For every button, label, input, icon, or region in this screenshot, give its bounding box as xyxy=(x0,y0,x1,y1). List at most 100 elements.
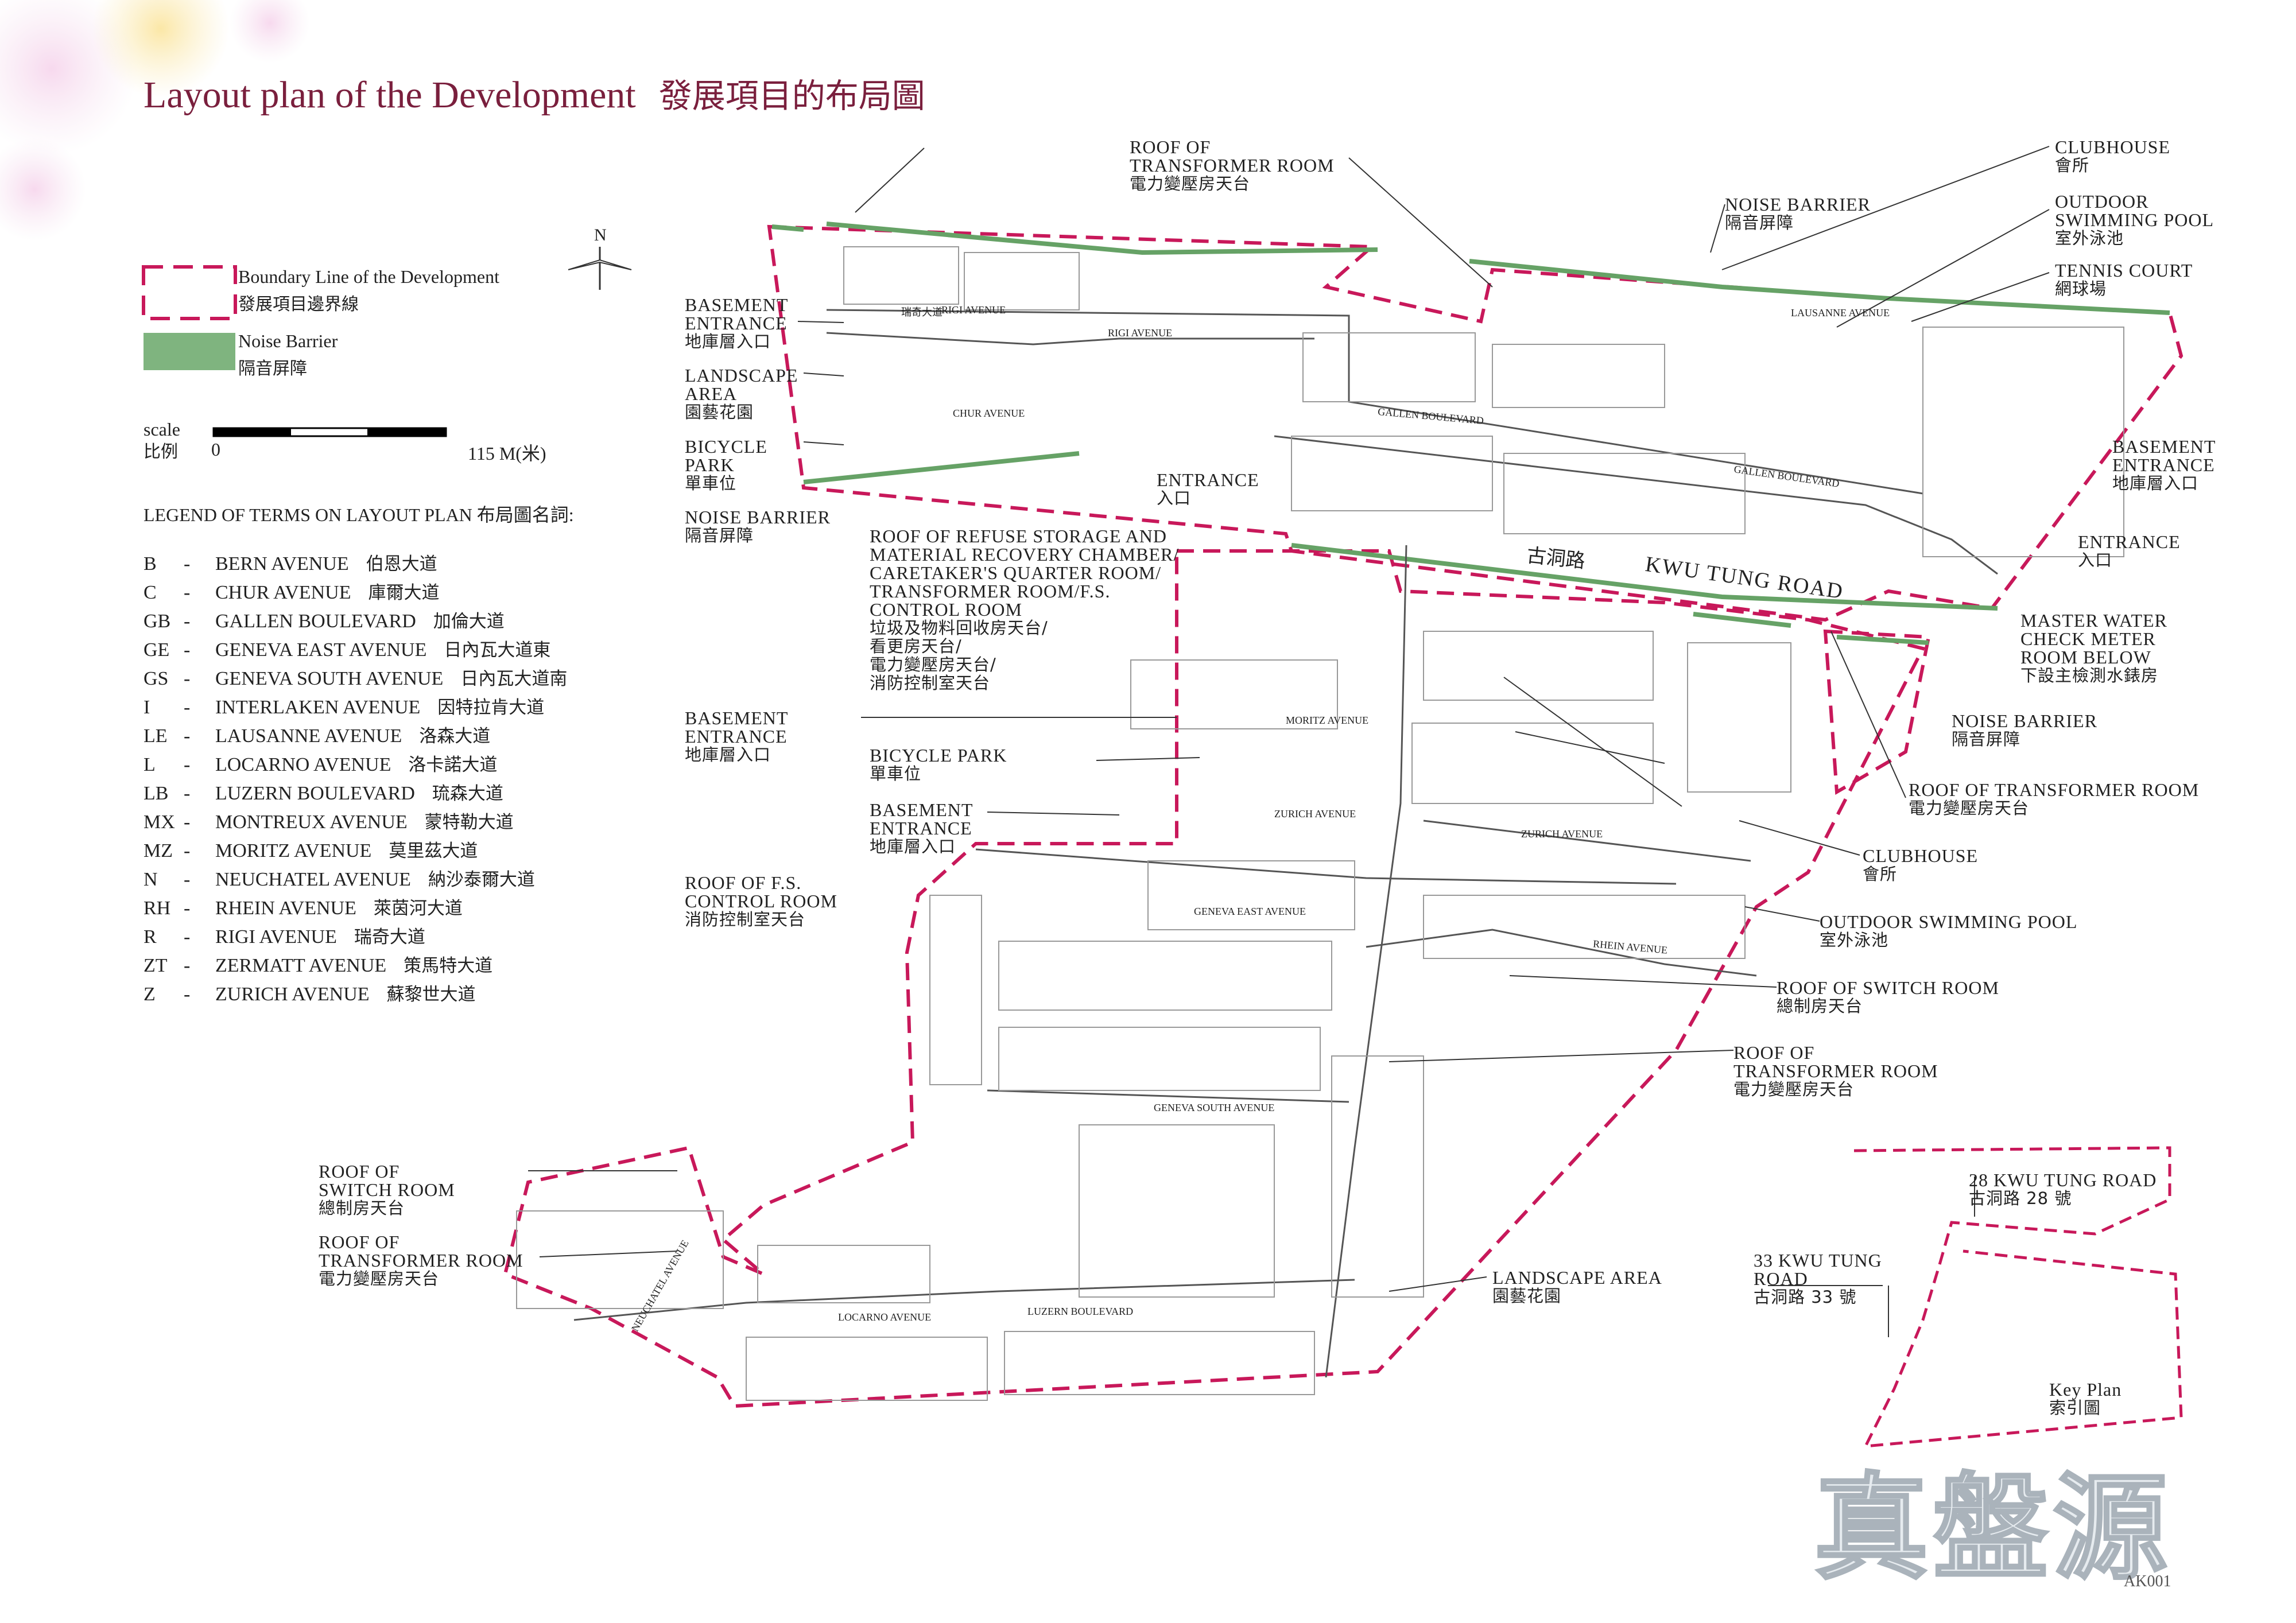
term-code: MZ xyxy=(144,840,173,861)
street-zurich-2: ZURICH AVENUE xyxy=(1521,828,1603,840)
label-en: CLUBHOUSE xyxy=(1863,845,1979,866)
label-zh: 總制房天台 xyxy=(1777,996,1863,1016)
label-en: ROOF OF TRANSFORMER ROOM xyxy=(1909,779,2200,800)
term-code: B xyxy=(144,553,157,574)
title-zh: 發展項目的布局圖 xyxy=(658,76,925,115)
title-en: Layout plan of the Development xyxy=(144,74,636,116)
label-zh: 園藝花園 xyxy=(1492,1286,1562,1306)
term-code: C xyxy=(144,582,157,603)
label-en: NOISE BARRIER xyxy=(685,507,831,527)
terms-heading: LEGEND OF TERMS ON LAYOUT PLAN 布局圖名詞: xyxy=(144,504,574,525)
label-en: ROOF OF TRANSFORMER ROOM xyxy=(319,1232,523,1271)
term-dash: - xyxy=(184,812,191,833)
term-code: R xyxy=(144,926,157,948)
term-name: LOCARNO AVENUE xyxy=(215,754,391,775)
term-name: BERN AVENUE xyxy=(215,553,349,574)
label-en: Key Plan xyxy=(2049,1379,2122,1400)
label-en: BICYCLE PARK xyxy=(870,745,1007,766)
street-geneva-south: GENEVA SOUTH AVENUE xyxy=(1154,1102,1275,1113)
term-dash: - xyxy=(184,725,191,747)
noise-barrier-lines xyxy=(771,222,2170,645)
label-zh: 入口 xyxy=(2078,550,2113,570)
label-en: CLUBHOUSE xyxy=(2055,137,2171,157)
street-lausanne: LAUSANNE AVENUE xyxy=(1791,307,1890,319)
term-dash: - xyxy=(184,869,191,890)
watermark: 真盤源 xyxy=(1813,1461,2173,1597)
boundary-south xyxy=(503,549,1926,1408)
building-blocks xyxy=(516,246,2124,1401)
term-dash: - xyxy=(184,955,191,976)
label-en: BICYCLE PARK xyxy=(685,436,767,475)
term-dash: - xyxy=(184,553,191,574)
label-zh: 園藝花園 xyxy=(685,402,754,422)
term-name: CHUR AVENUE xyxy=(215,582,351,603)
term-name: MORITZ AVENUE xyxy=(215,840,372,861)
label-en: ROOF OF SWITCH ROOM xyxy=(319,1161,455,1200)
legend-noise: Noise Barrier 隔音屏障 xyxy=(238,327,338,382)
term-name: LAUSANNE AVENUE xyxy=(215,725,402,747)
term-zh: 加倫大道 xyxy=(433,611,505,632)
term-code: L xyxy=(144,754,156,775)
term-code: ZT xyxy=(144,955,168,976)
label-zh: 地庫層入口 xyxy=(870,837,956,856)
road-name-zh: 古洞路 xyxy=(1525,543,1587,573)
leader-lines xyxy=(528,146,2050,1292)
street-geneva-east: GENEVA EAST AVENUE xyxy=(1194,906,1306,917)
label-zh: 古洞路 33 號 xyxy=(1754,1287,1857,1307)
page-title: Layout plan of the Development 發展項目的布局圖 xyxy=(144,69,925,117)
floral-decoration xyxy=(0,0,310,241)
term-code: LB xyxy=(144,783,169,804)
scale-label-zh: 比例 xyxy=(144,442,178,462)
label-refuse-storage: ROOF OF REFUSE STORAGE AND MATERIAL RECO… xyxy=(870,527,1179,692)
label-en: ROOF OF F.S. CONTROL ROOM xyxy=(685,872,837,911)
street-moritz: MORITZ AVENUE xyxy=(1286,715,1369,726)
street-locarno: LOCARNO AVENUE xyxy=(838,1311,932,1323)
legend-noise-en: Noise Barrier xyxy=(238,331,338,351)
term-name: NEUCHATEL AVENUE xyxy=(215,869,411,890)
north-label: N xyxy=(594,226,607,244)
label-zh: 隔音屏障 xyxy=(685,526,754,545)
label-zh: 會所 xyxy=(1863,864,1898,884)
term-zh: 庫爾大道 xyxy=(368,583,440,603)
label-en: OUTDOOR SWIMMING POOL xyxy=(2055,191,2214,230)
label-zh: 地庫層入口 xyxy=(2112,473,2199,493)
term-code: I xyxy=(144,697,150,718)
term-zh: 蒙特勒大道 xyxy=(424,812,514,833)
label-en: ROOF OF TRANSFORMER ROOM xyxy=(1130,137,1335,176)
label-en: 33 KWU TUNG ROAD xyxy=(1754,1250,1882,1289)
term-dash: - xyxy=(184,984,191,1005)
term-name: GENEVA EAST AVENUE xyxy=(215,639,427,661)
label-en: BASEMENT ENTRANCE xyxy=(870,799,974,838)
term-zh: 莫里茲大道 xyxy=(389,841,478,861)
street-zurich: ZURICH AVENUE xyxy=(1274,808,1356,820)
label-zh: 電力變壓房天台 xyxy=(1130,174,1251,193)
label-en: LANDSCAPE AREA xyxy=(1492,1267,1662,1288)
scale-label-en: scale xyxy=(144,419,180,440)
term-zh: 瑞奇大道 xyxy=(354,927,425,948)
label-en: ROOF OF SWITCH ROOM xyxy=(1777,977,1999,998)
term-code: GE xyxy=(144,639,170,661)
label-en: NOISE BARRIER xyxy=(1725,194,1871,215)
label-zh: 電力變壓房天台 xyxy=(319,1269,440,1288)
